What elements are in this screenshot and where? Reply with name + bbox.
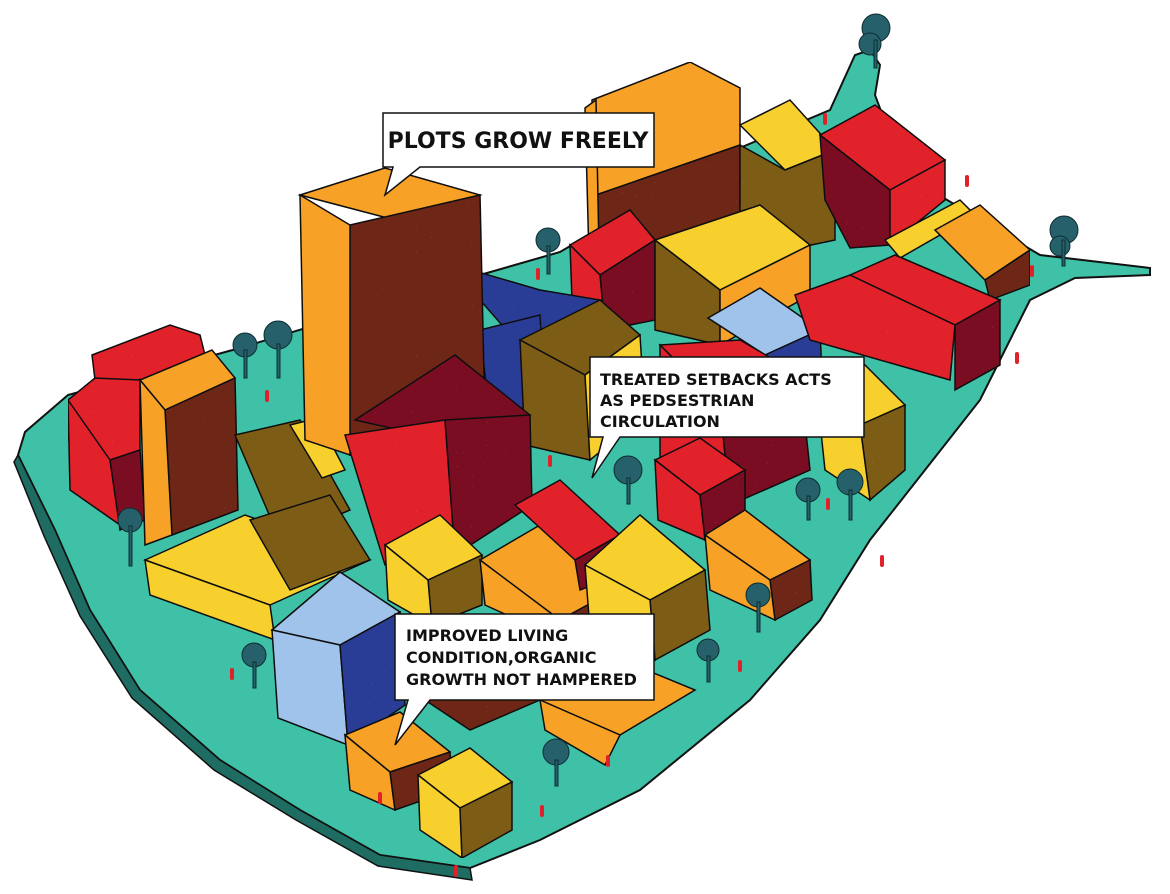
callout-text: IMPROVED LIVING CONDITION,ORGANIC GROWTH…	[406, 626, 637, 689]
building-red-left	[67, 324, 206, 532]
person-icon	[230, 668, 234, 680]
callout-bubble	[394, 613, 655, 746]
trees	[117, 13, 1079, 787]
callout-plots-grow-freely: PLOTS GROW FREELY	[382, 112, 655, 198]
building-yellow-big-left	[143, 494, 372, 642]
building-red-back-right	[818, 104, 947, 249]
building-red-center	[344, 354, 533, 566]
callout-line: CIRCULATION	[600, 412, 720, 431]
site-edge-thickness	[13, 453, 473, 881]
callout-text: PLOTS GROW FREELY	[388, 129, 650, 154]
person-icon	[1015, 352, 1019, 364]
tree-icon	[542, 738, 570, 787]
callout-line: PLOTS GROW FREELY	[388, 129, 650, 154]
tree-icon	[241, 642, 267, 689]
person-icon	[1030, 265, 1034, 277]
person-icon	[826, 498, 830, 510]
person-icon	[823, 113, 827, 125]
tree-icon	[696, 638, 720, 683]
callout-line: TREATED SETBACKS ACTS	[600, 370, 832, 389]
person-icon	[378, 792, 382, 804]
person-icon	[540, 805, 544, 817]
building-red-small-mid	[568, 209, 657, 332]
person-icon	[536, 268, 540, 280]
buildings	[67, 61, 1032, 860]
tree-icon	[232, 332, 258, 379]
people	[230, 113, 1034, 877]
person-icon	[606, 755, 610, 767]
person-icon	[738, 660, 742, 672]
callout-text: TREATED SETBACKS ACTS AS PEDSESTRIAN CIR…	[600, 370, 837, 431]
person-icon	[548, 455, 552, 467]
callout-line: CONDITION,ORGANIC	[406, 648, 596, 667]
building-yellow-front-small	[383, 514, 484, 627]
callout-improved-living: IMPROVED LIVING CONDITION,ORGANIC GROWTH…	[394, 613, 655, 746]
callout-treated-setbacks: TREATED SETBACKS ACTS AS PEDSESTRIAN CIR…	[589, 356, 865, 479]
building-red-long-right	[794, 254, 1002, 392]
person-icon	[880, 555, 884, 567]
building-blue-front	[270, 571, 406, 747]
callout-bubble	[382, 112, 655, 198]
tree-icon	[858, 13, 891, 69]
person-icon	[265, 390, 269, 402]
person-icon	[454, 865, 458, 877]
person-icon	[965, 175, 969, 187]
tree-icon	[613, 455, 643, 505]
building-orange-left	[138, 349, 239, 547]
tree-icon	[836, 468, 864, 521]
callout-bubble	[589, 356, 865, 479]
tree-icon	[795, 477, 821, 521]
callout-line: IMPROVED LIVING	[406, 626, 568, 645]
callout-line: GROWTH NOT HAMPERED	[406, 670, 637, 689]
tree-icon	[745, 582, 771, 633]
tree-icon	[263, 320, 293, 379]
tree-icon	[117, 507, 143, 567]
building-yellow-front-corner	[416, 747, 514, 860]
building-orange-right-back	[883, 199, 1032, 301]
tree-icon	[1049, 215, 1079, 267]
callout-line: AS PEDSESTRIAN	[600, 391, 754, 410]
tree-icon	[535, 227, 561, 275]
